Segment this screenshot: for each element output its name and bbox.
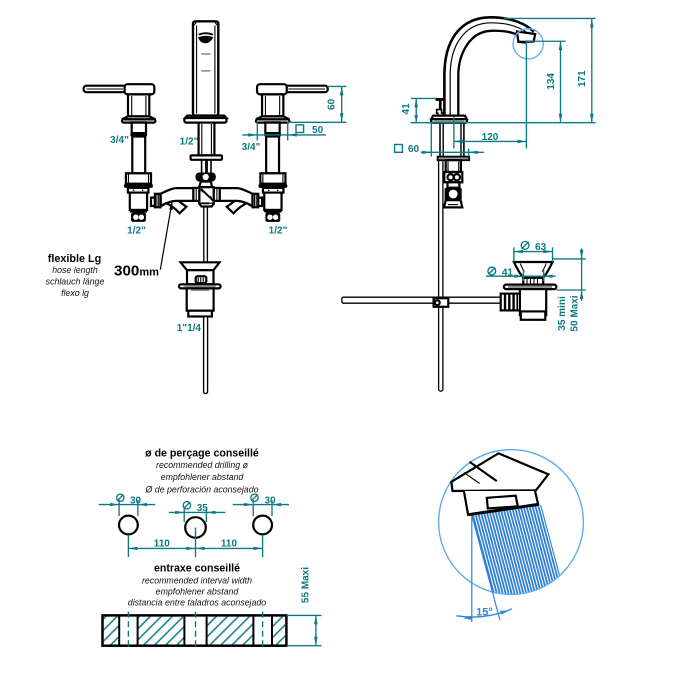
svg-text:flexible Lg: flexible Lg bbox=[48, 253, 101, 265]
svg-text:63: 63 bbox=[535, 242, 547, 253]
svg-text:60: 60 bbox=[327, 98, 338, 110]
svg-text:hose length: hose length bbox=[52, 265, 98, 275]
svg-text:flexo lg: flexo lg bbox=[61, 288, 89, 298]
svg-text:entraxe conseillé: entraxe conseillé bbox=[154, 563, 240, 575]
svg-text:1/2": 1/2" bbox=[180, 136, 199, 147]
svg-text:50: 50 bbox=[312, 125, 324, 136]
svg-text:empfohlener abstand: empfohlener abstand bbox=[156, 587, 240, 597]
svg-text:empfohlener abstand: empfohlener abstand bbox=[161, 472, 245, 482]
svg-text:120: 120 bbox=[482, 132, 499, 143]
svg-text:50 Maxi: 50 Maxi bbox=[569, 295, 580, 331]
svg-text:30: 30 bbox=[130, 495, 142, 506]
svg-text:55 Maxi: 55 Maxi bbox=[301, 567, 312, 603]
svg-text:30: 30 bbox=[264, 495, 276, 506]
svg-text:110: 110 bbox=[154, 539, 171, 550]
svg-text:35 mini: 35 mini bbox=[557, 296, 568, 331]
svg-text:1/2": 1/2" bbox=[269, 225, 288, 236]
svg-text:60: 60 bbox=[408, 144, 420, 155]
svg-text:41: 41 bbox=[502, 267, 514, 278]
svg-text:1/2": 1/2" bbox=[127, 225, 146, 236]
svg-text:Ø de perforación aconsejado: Ø de perforación aconsejado bbox=[145, 484, 259, 494]
svg-text:recommended interval width: recommended interval width bbox=[142, 575, 252, 585]
svg-text:41: 41 bbox=[401, 103, 412, 115]
svg-text:3/4": 3/4" bbox=[242, 142, 261, 153]
svg-text:15°: 15° bbox=[476, 607, 493, 619]
svg-text:distancia entre taladros acons: distancia entre taladros aconsejado bbox=[128, 598, 267, 608]
svg-text:ø de perçage conseillé: ø de perçage conseillé bbox=[145, 448, 259, 460]
svg-text:schlauch länge: schlauch länge bbox=[46, 277, 105, 287]
svg-text:recommended drilling ø: recommended drilling ø bbox=[156, 460, 249, 470]
svg-text:300mm: 300mm bbox=[114, 263, 159, 280]
svg-text:1"1/4: 1"1/4 bbox=[177, 323, 202, 334]
svg-text:171: 171 bbox=[577, 70, 588, 87]
svg-text:110: 110 bbox=[221, 539, 238, 550]
svg-text:35: 35 bbox=[197, 503, 209, 514]
svg-text:134: 134 bbox=[546, 73, 557, 90]
svg-text:3/4": 3/4" bbox=[110, 135, 129, 146]
